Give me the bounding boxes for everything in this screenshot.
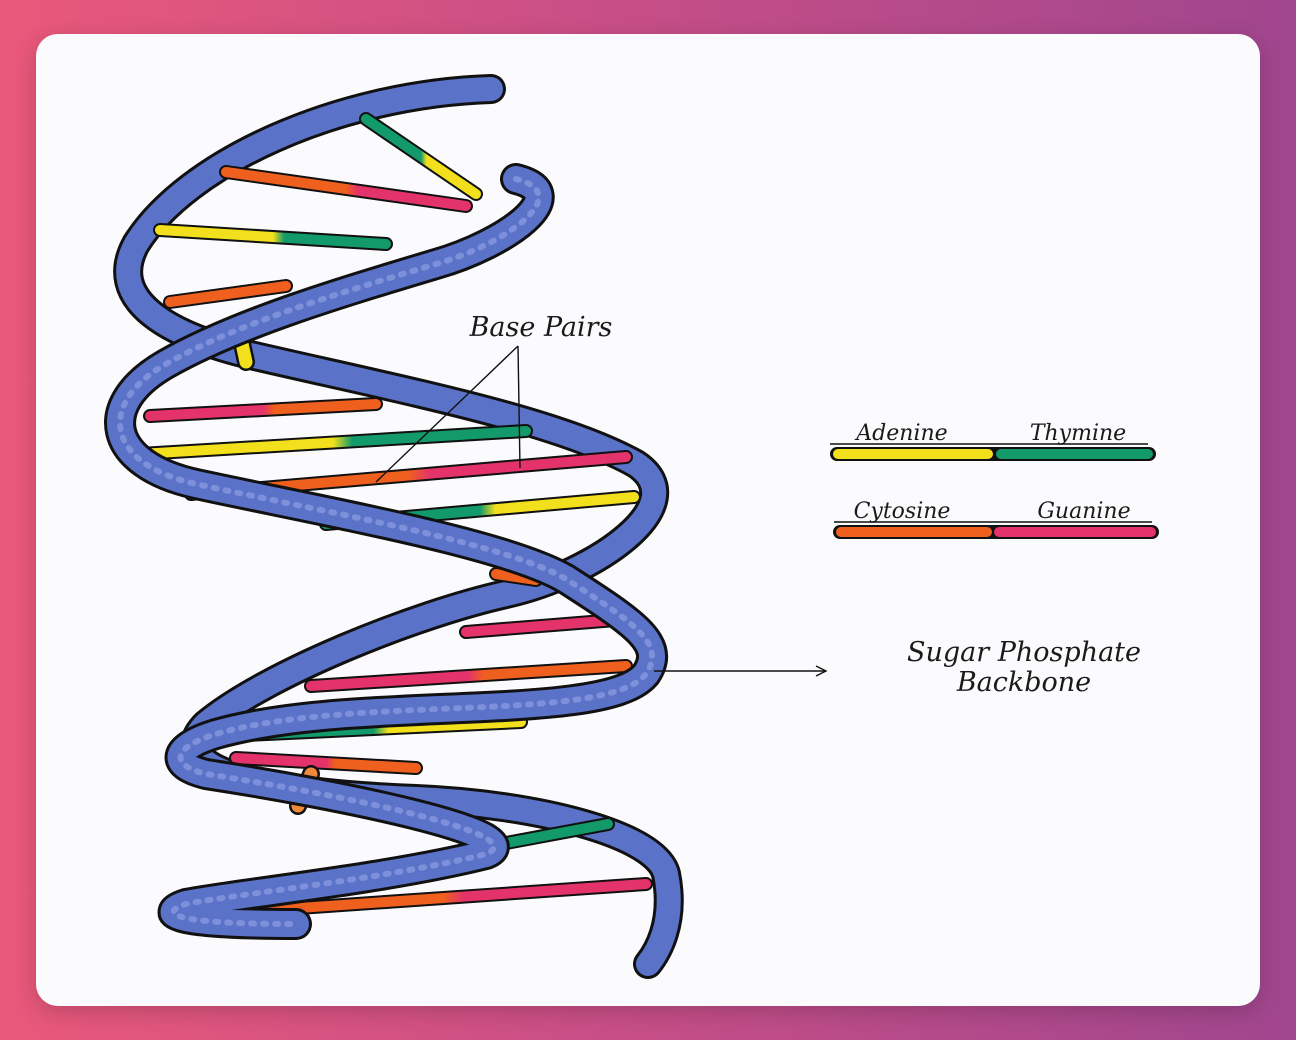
base-pairs-label: Base Pairs bbox=[469, 312, 613, 343]
backbone-label-line2: Backbone bbox=[956, 667, 1091, 698]
base-pair-rung bbox=[163, 279, 293, 309]
base-pair-rung bbox=[153, 223, 393, 251]
base-pair-rung bbox=[304, 659, 633, 693]
thymine-label: Thymine bbox=[1030, 421, 1126, 446]
base-pair-rung bbox=[234, 877, 653, 919]
legend-cg: Cytosine Guanine bbox=[833, 499, 1159, 539]
guanine-bar bbox=[994, 527, 1156, 537]
base-pairs bbox=[133, 112, 653, 919]
base-pair-rung bbox=[143, 397, 383, 423]
base-pair-rung bbox=[133, 424, 533, 461]
cytosine-bar bbox=[836, 527, 992, 537]
legend-at: Adenine Thymine bbox=[830, 421, 1156, 461]
adenine-bar bbox=[833, 449, 993, 459]
base-pair-rung bbox=[459, 613, 623, 639]
backbone-label-line1: Sugar Phosphate bbox=[907, 637, 1141, 668]
thymine-bar bbox=[996, 449, 1153, 459]
guanine-label: Guanine bbox=[1037, 499, 1130, 524]
adenine-label: Adenine bbox=[854, 421, 947, 446]
backbone-pointer bbox=[654, 665, 828, 677]
diagram-card: Base Pairs Adenine Thymine Cytosine Guan… bbox=[36, 34, 1260, 1006]
cytosine-label: Cytosine bbox=[854, 499, 951, 524]
base-pair-rung bbox=[219, 165, 473, 213]
base-pair-rung bbox=[229, 751, 423, 775]
base-pairs-pointer bbox=[375, 345, 521, 483]
dna-diagram: Base Pairs Adenine Thymine Cytosine Guan… bbox=[104, 74, 1159, 979]
backbone-strand-front bbox=[104, 163, 668, 940]
base-pair-rung bbox=[359, 112, 483, 201]
